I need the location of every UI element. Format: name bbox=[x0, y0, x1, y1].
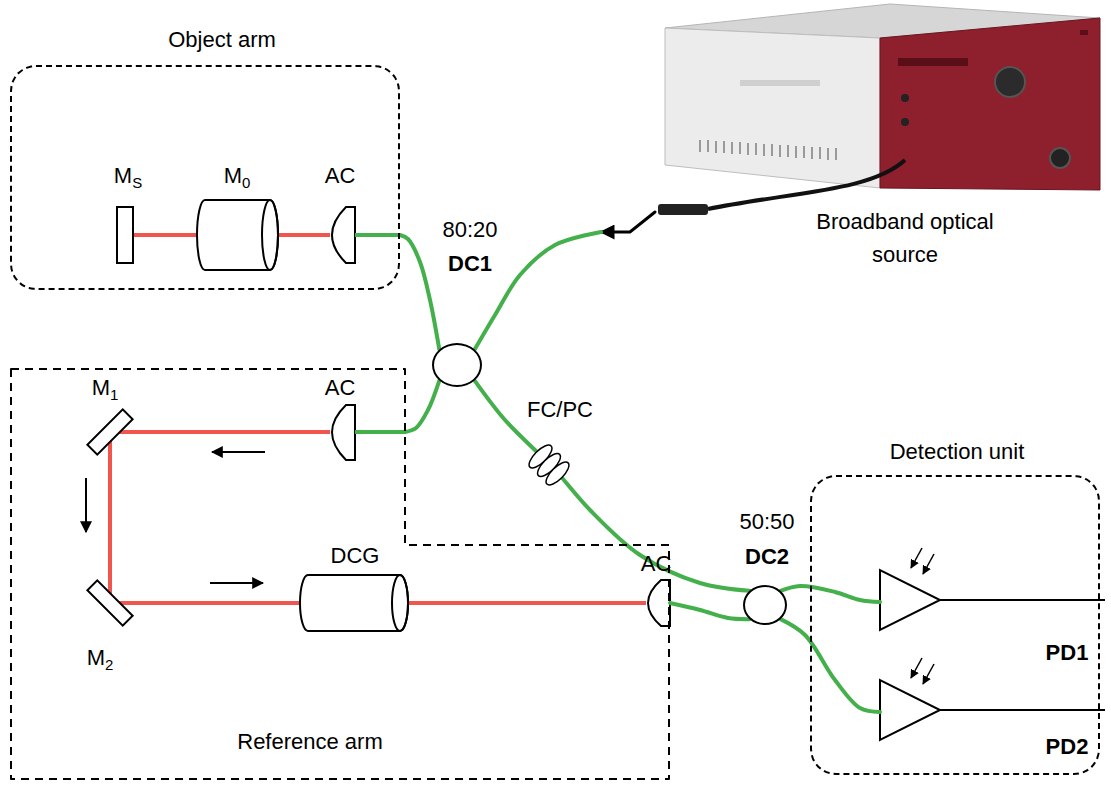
fiber bbox=[355, 233, 400, 237]
node-label: Object arm bbox=[168, 27, 276, 53]
node-label: PD1 bbox=[1046, 640, 1089, 666]
objective-face bbox=[262, 200, 278, 270]
device-led bbox=[1080, 30, 1088, 35]
photodetector: PD2 bbox=[880, 660, 1108, 770]
device-switch bbox=[901, 94, 909, 102]
node-label: Broadband optical source bbox=[795, 205, 1015, 271]
light-arrow bbox=[911, 548, 922, 568]
device-side bbox=[665, 28, 880, 188]
device-switch bbox=[901, 118, 909, 126]
collimator bbox=[332, 405, 355, 460]
grating-pair bbox=[300, 575, 408, 631]
sample-mirror bbox=[117, 207, 133, 263]
optical-fiber bbox=[781, 619, 880, 712]
signal-wire bbox=[940, 709, 1105, 711]
device-knob bbox=[995, 67, 1025, 97]
optical-fiber bbox=[475, 381, 750, 591]
collimator bbox=[648, 580, 670, 626]
node-label: Reference arm bbox=[237, 729, 383, 755]
ratio-label: 50:50 bbox=[739, 509, 794, 535]
optical-fiber bbox=[475, 232, 601, 349]
component-label: MS bbox=[114, 163, 142, 192]
fiber-connector bbox=[475, 212, 655, 349]
fiber-connector bbox=[475, 381, 750, 591]
mirror bbox=[87, 409, 132, 454]
source-arrow bbox=[601, 212, 655, 232]
subscript: 1 bbox=[110, 386, 118, 403]
light-source: Broadband optical source bbox=[655, 0, 1105, 280]
dashed-outline bbox=[11, 369, 669, 779]
light-arrow bbox=[911, 658, 922, 678]
direction-arrow bbox=[85, 478, 87, 532]
direction-arrow bbox=[212, 451, 265, 453]
fiber-coupler: 80:20DC1 bbox=[432, 343, 482, 387]
subscript: S bbox=[132, 174, 142, 191]
objective-lens bbox=[197, 200, 278, 270]
grating-face bbox=[392, 575, 408, 631]
photodetector-symbol bbox=[880, 570, 940, 630]
fiber-connector bbox=[400, 235, 439, 349]
node-label: DC1 bbox=[448, 251, 492, 277]
polarization-controller bbox=[526, 442, 573, 489]
device-cable bbox=[708, 160, 905, 209]
connector-label: FC/PC bbox=[527, 397, 593, 423]
light-arrow bbox=[923, 664, 934, 684]
fiber-connector bbox=[781, 619, 880, 712]
direction-arrow bbox=[210, 582, 263, 584]
photodetector-symbol bbox=[880, 680, 940, 740]
subscript: 0 bbox=[242, 174, 250, 191]
fiber-connector bbox=[670, 603, 749, 619]
component-label: M1 bbox=[92, 375, 119, 404]
node-label: PD2 bbox=[1046, 734, 1089, 760]
device-display bbox=[898, 58, 968, 66]
component-label: AC bbox=[325, 163, 356, 189]
optical-fiber bbox=[400, 235, 439, 349]
node-label: Detection unit bbox=[890, 439, 1025, 465]
ratio-label: 80:20 bbox=[442, 217, 497, 243]
fiber-connector bbox=[405, 381, 439, 432]
collimator bbox=[332, 207, 355, 263]
fiber-connector bbox=[781, 586, 880, 602]
optical-fiber bbox=[670, 603, 749, 619]
device-slot bbox=[740, 80, 820, 86]
fiber-coupler: 50:50DC2 bbox=[743, 585, 787, 625]
subscript: 2 bbox=[105, 656, 113, 673]
photodetector: PD1 bbox=[880, 552, 1108, 662]
device-port bbox=[1050, 148, 1070, 168]
node-label: DC2 bbox=[745, 544, 789, 570]
component-label: DCG bbox=[331, 543, 380, 569]
device-front bbox=[880, 18, 1100, 190]
optical-fiber bbox=[405, 381, 439, 432]
component-label: M2 bbox=[87, 645, 114, 674]
component-label: AC bbox=[325, 375, 356, 401]
signal-wire bbox=[940, 599, 1105, 601]
detection-unit-region: Detection unitPD1PD2 bbox=[810, 475, 1100, 775]
optical-fiber bbox=[781, 586, 880, 602]
reference-arm-region: Reference arm bbox=[10, 368, 670, 780]
device-vent bbox=[700, 140, 836, 160]
region-outline bbox=[10, 368, 670, 780]
light-arrow bbox=[923, 554, 934, 574]
component-label: M0 bbox=[224, 163, 251, 192]
paddle bbox=[543, 459, 573, 489]
mirror bbox=[87, 580, 132, 625]
component-label: AC bbox=[641, 551, 672, 577]
fiber bbox=[355, 430, 405, 434]
fiber-plug bbox=[658, 204, 708, 215]
